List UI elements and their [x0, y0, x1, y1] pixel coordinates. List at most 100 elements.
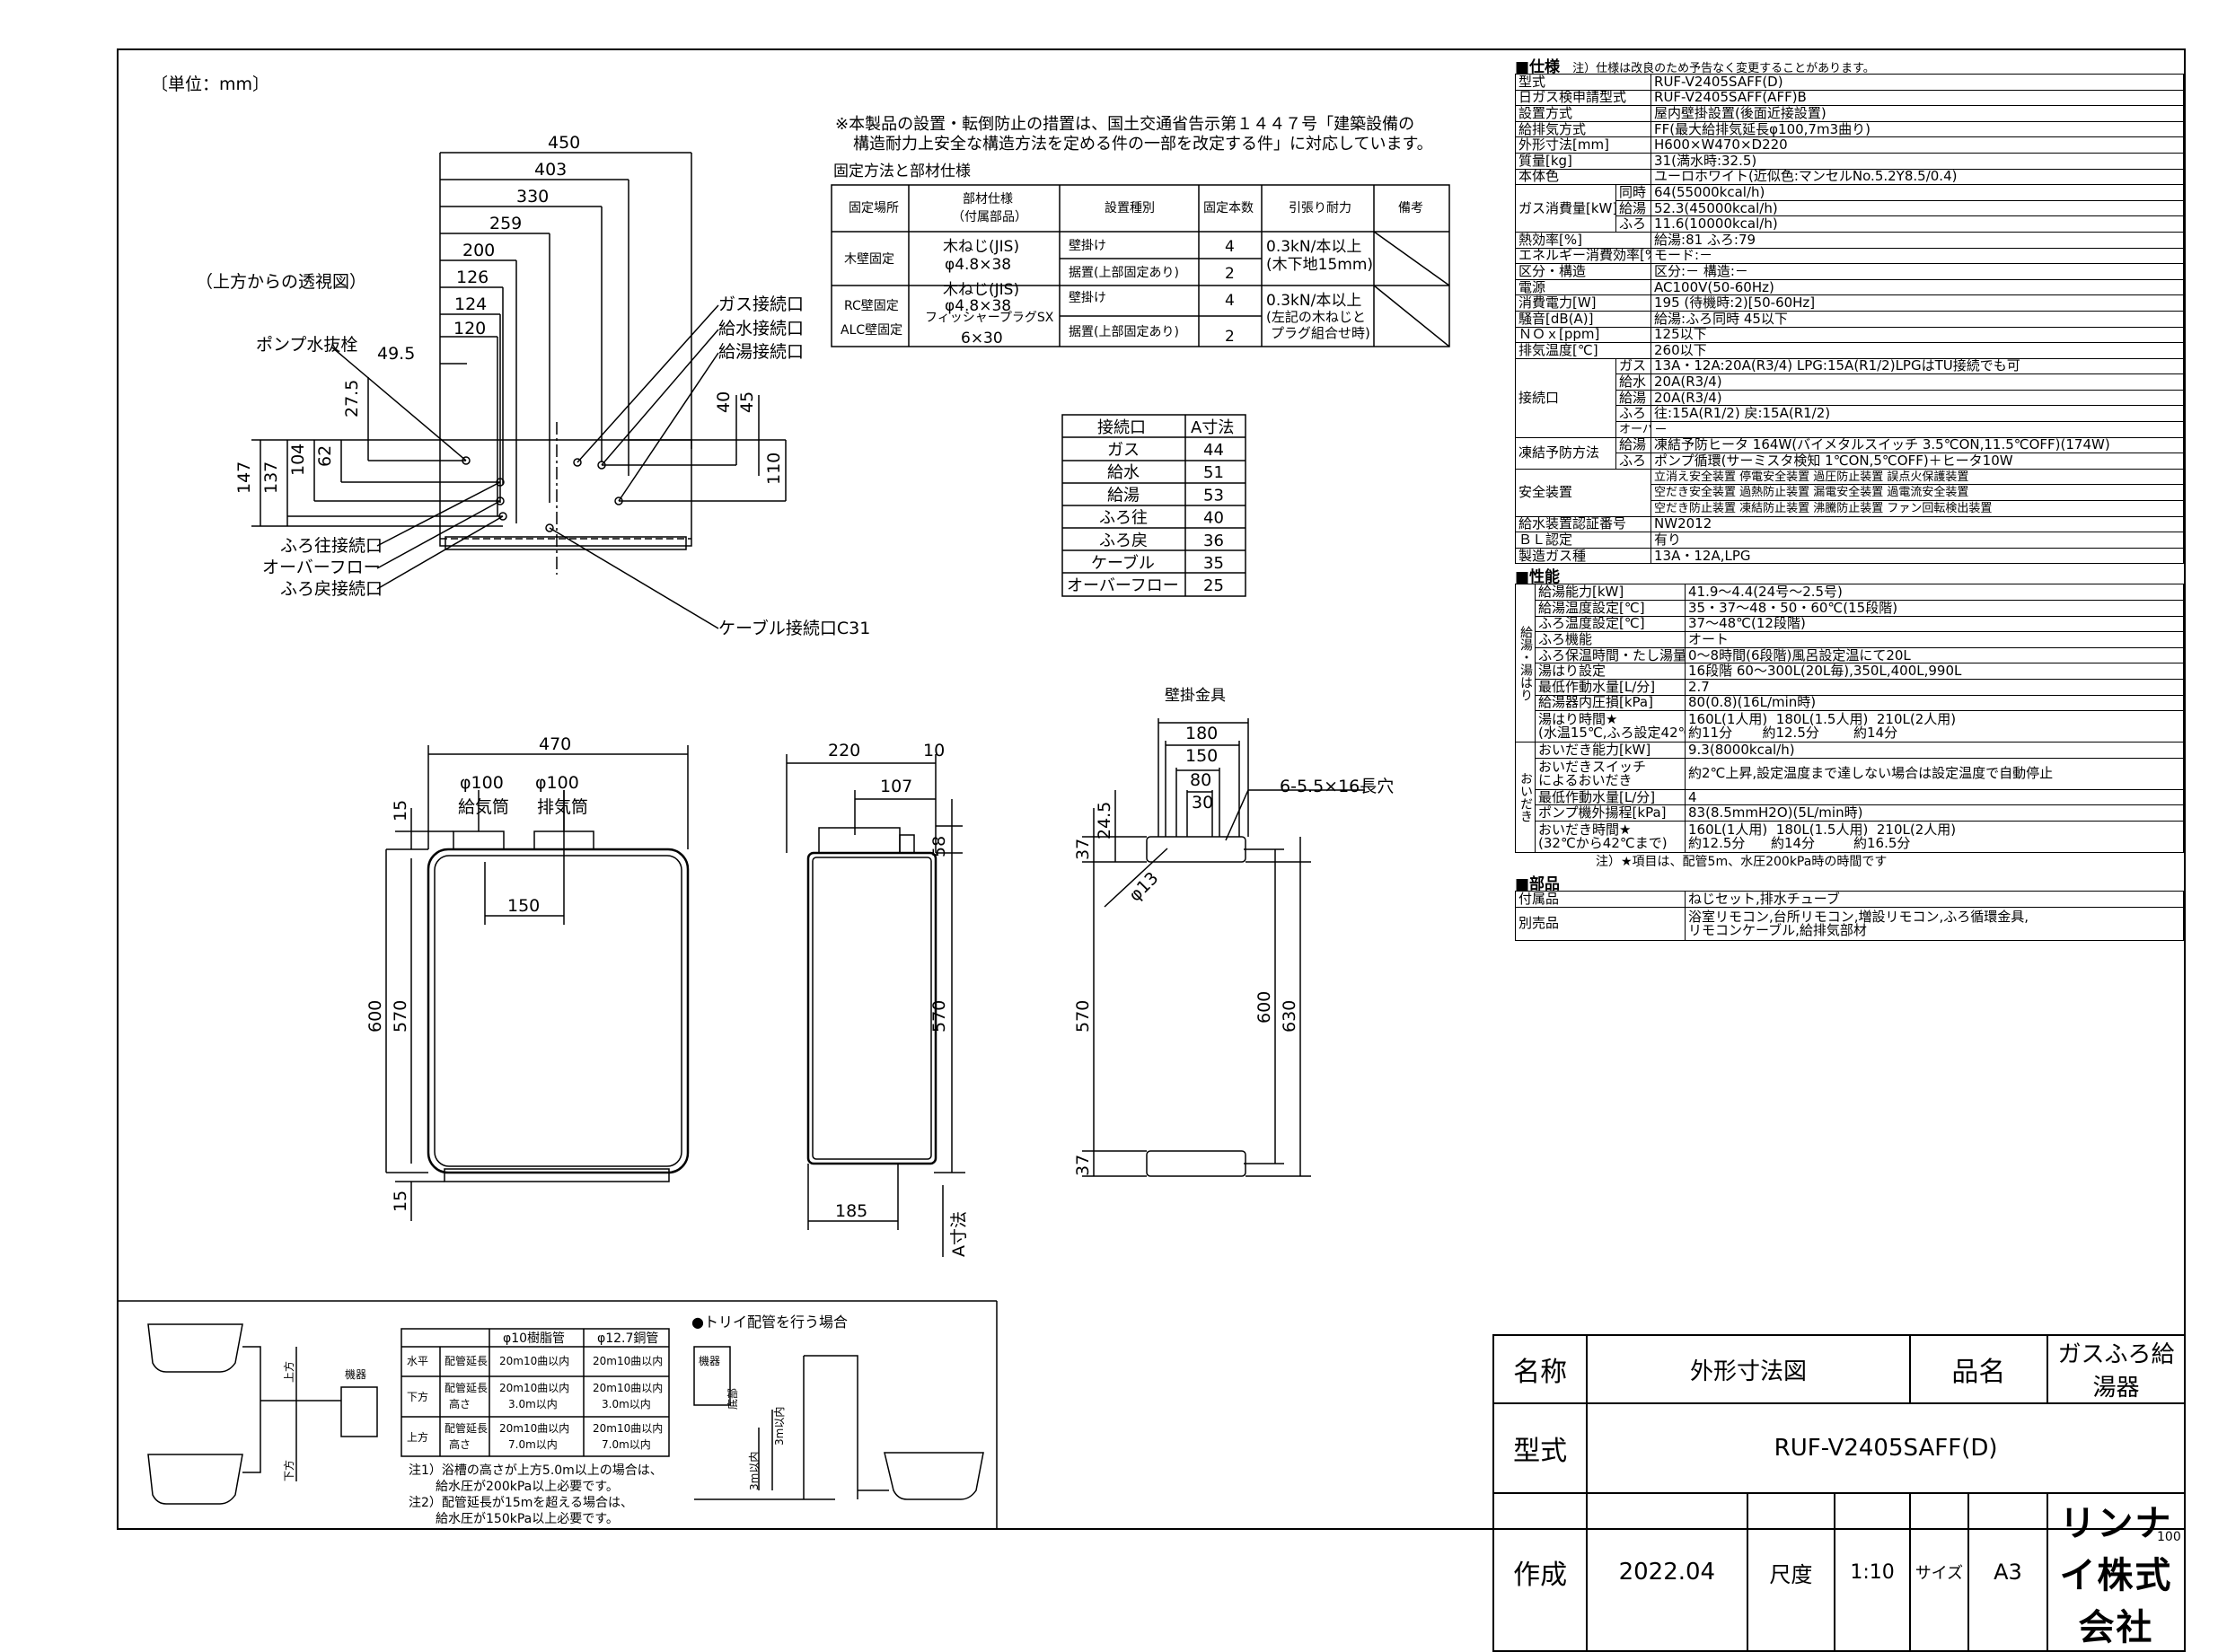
br-d180: 180: [1185, 724, 1218, 743]
spec-cell: ユーロホワイト(近似色:マンセルNo.5.2Y8.5/0.4): [1650, 168, 2184, 186]
label-overflow: オーバーフロー: [262, 558, 381, 577]
perf-row: おいだきスイッチによるおいだき約2℃上昇,設定温度まで達しない場合は設定温度で自…: [1516, 757, 2184, 790]
perf-cell: おいだきスイッチによるおいだき: [1535, 757, 1686, 790]
pipe-col1: φ10樹脂管: [503, 1331, 565, 1346]
pipe-note2a: 注2）配管延長が15mを超える場合は、: [409, 1496, 633, 1510]
fix-h1b: （付属部品）: [952, 210, 1027, 224]
spec-cell: －: [1650, 421, 2184, 438]
spec-row: ＢＬ認定有り: [1514, 532, 2184, 549]
spec-cell: H600×W470×D220: [1650, 136, 2184, 154]
spec-cell: RUF-V2405SAFF(AFF)B: [1650, 89, 2184, 107]
fix-h5: 備考: [1398, 201, 1423, 215]
br-d150: 150: [1185, 746, 1218, 766]
drawing-canvas: 〔単位：mm〕 （上方からの透視図） 450 403 330 259 200 1…: [117, 75, 1450, 1530]
spec-cell: 騒音[dB(A)]: [1514, 310, 1652, 328]
spec-cell: 31(満水時:32.5): [1650, 152, 2184, 170]
dim-120: 120: [453, 319, 486, 338]
dim-49-5: 49.5: [377, 344, 415, 364]
spec-cell: 区分:－ 構造:－: [1650, 263, 2184, 280]
parts-cell: ねじセット,排水チューブ: [1685, 890, 2184, 908]
spec-cell: 熱効率[%]: [1514, 231, 1652, 249]
conn-row-port: ガス: [1107, 441, 1140, 460]
perf-row: 湯はり時間★(水温15℃,ふろ設定42℃)160L(1人用) 180L(1.5人…: [1516, 710, 2184, 743]
br-d37a: 37: [1073, 839, 1093, 860]
dim-403: 403: [534, 160, 567, 180]
spec-cell: 64(55000kcal/h): [1650, 184, 2184, 201]
conn-row-port: ケーブル: [1091, 553, 1155, 573]
pipe-r1d: 20m10曲以内: [593, 1355, 663, 1367]
perf-cell: 16段階 60～300L(20L毎),350L,400L,990L: [1685, 663, 2184, 680]
spec-row: ふろ往:15A(R1/2) 戻:15A(R1/2): [1516, 405, 2184, 423]
perf-cell: 160L(1人用) 180L(1.5人用) 210L(2人用)約12.5分 約1…: [1685, 820, 2184, 853]
perf-cell: 160L(1人用) 180L(1.5人用) 210L(2人用)約11分 約12.…: [1685, 710, 2184, 743]
spec-cell: 排気温度[℃]: [1514, 342, 1652, 359]
perf-cell: 約2℃上昇,設定温度まで達しない場合は設定温度で自動停止: [1685, 757, 2184, 790]
perf-cell: 最低作動水量[L/分]: [1535, 678, 1686, 696]
parts-row: 付属品ねじセット,排水チューブ: [1515, 890, 2184, 908]
pipe-r2c2: 3.0m以内: [508, 1398, 558, 1410]
parts-title: ■部品: [1515, 874, 1561, 893]
perf-cell: おいだき能力[kW]: [1535, 742, 1686, 759]
spec-cell: 日ガス検申請型式: [1514, 89, 1652, 107]
fix-r1-force1: 0.3kN/本以上: [1266, 238, 1361, 256]
spec-cell: 安全装置: [1514, 468, 1652, 517]
dim-200: 200: [462, 241, 495, 260]
parts-cell: 付属品: [1515, 890, 1686, 908]
tb-size: A3: [1967, 1492, 2048, 1652]
pipe-r3a: 上方: [407, 1430, 428, 1444]
spec-cell: 空だき安全装置 過熱防止装置 漏電安全装置 過電流安全装置: [1650, 484, 2184, 502]
fix-r2-place2: ALC壁固定: [841, 323, 902, 338]
spec-cell: 給排気方式: [1514, 120, 1652, 138]
spec-cell: 給水: [1615, 373, 1652, 391]
spec-cell: ふろ: [1615, 215, 1652, 233]
fix-r1-n2: 2: [1225, 265, 1235, 283]
parts-cell: 別売品: [1515, 906, 1686, 941]
pipe-note1a: 注1）浴槽の高さが上方5.0m以上の場合は、: [409, 1463, 663, 1478]
spec-cell: ふろ: [1615, 405, 1652, 423]
br-d630: 630: [1280, 1000, 1299, 1032]
spec-cell: ふろ: [1615, 453, 1652, 470]
perf-cell: 湯はり時間★(水温15℃,ふろ設定42℃): [1535, 710, 1686, 743]
spec-cell: ガス: [1615, 357, 1652, 375]
fv-pipe1: 給気筒: [458, 797, 509, 817]
spec-row: 外形寸法[mm]H600×W470×D220: [1514, 136, 2184, 154]
tb-name-label: 名称: [1492, 1334, 1589, 1404]
br-d570: 570: [1073, 1000, 1093, 1032]
spec-cell: 195 (待機時:2)[50-60Hz]: [1650, 294, 2184, 312]
label-pump-plug: ポンプ水抜栓: [256, 335, 357, 355]
spec-cell: 電源: [1514, 278, 1652, 296]
conn-row-a: 44: [1203, 441, 1224, 460]
fix-r2-part3: フィッシャープラグSX: [925, 311, 1054, 325]
fix-r2-type2: 据置(上部固定あり): [1069, 325, 1179, 339]
conn-row-a: 51: [1203, 463, 1224, 482]
perf-cell: 37～48℃(12段階): [1685, 615, 2184, 633]
spec-cell: 11.6(10000kcal/h): [1650, 215, 2184, 233]
trap-bottom: 底部: [726, 1388, 739, 1410]
spec-row: 熱効率[%]給湯:81 ふろ:79: [1514, 231, 2184, 249]
fix-r1-part1: 木ねじ(JIS): [943, 238, 1019, 256]
fv-pipe2-d: φ100: [535, 773, 579, 793]
spec-cell: 同時: [1615, 184, 1652, 201]
spec-cell: オーバーフロー: [1615, 421, 1652, 438]
label-bath-out: ふろ往接続口: [280, 536, 383, 556]
label-hotwater: 給湯接続口: [718, 342, 804, 362]
br-d600: 600: [1254, 991, 1274, 1024]
tb-product-label: 品名: [1908, 1334, 2048, 1404]
spec-row: 消費電力[W]195 (待機時:2)[50-60Hz]: [1514, 294, 2184, 312]
dim-450: 450: [548, 133, 580, 153]
sv-d570: 570: [929, 1000, 949, 1032]
spec-cell: ポンプ循環(サーミスタ検知 1℃ON,5℃OFF)＋ヒータ10W: [1650, 453, 2184, 470]
tb-scale-label: 尺度: [1746, 1492, 1836, 1652]
spec-cell: ＮＯｘ[ppm]: [1514, 326, 1652, 344]
parts-row: 別売品浴室リモコン,台所リモコン,増設リモコン,ふろ循環金具,リモコンケーブル,…: [1515, 906, 2184, 941]
conn-header-a: A寸法: [1191, 418, 1234, 437]
tb-size-label: サイズ: [1908, 1492, 1969, 1652]
dim-40: 40: [714, 391, 734, 413]
conn-row-port: 給水: [1107, 463, 1140, 482]
dim-27-5: 27.5: [342, 380, 362, 417]
perf-cell: ポンプ機外揚程[kPa]: [1535, 804, 1686, 822]
